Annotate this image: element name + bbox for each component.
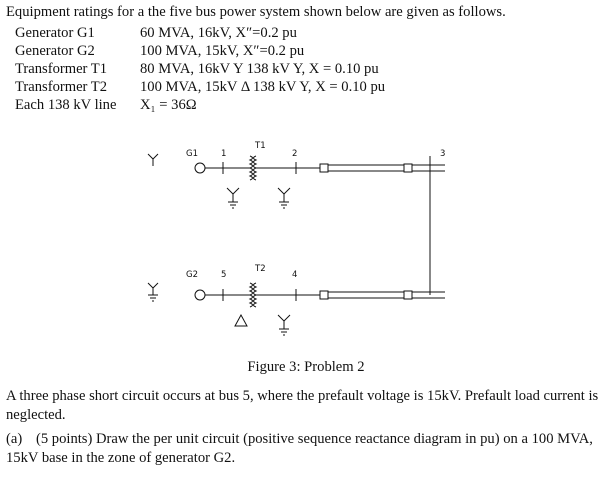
part-a: (a)(5 points) Draw the per unit circuit … bbox=[6, 430, 606, 468]
label-bus4: 4 bbox=[292, 270, 297, 280]
label-bus1: 1 bbox=[221, 149, 226, 159]
breaker-icon bbox=[319, 163, 329, 173]
t2-transformer-icon bbox=[248, 282, 258, 308]
label-t2: T2 bbox=[254, 264, 266, 274]
part-a-text: (5 points) Draw the per unit circuit (po… bbox=[6, 431, 593, 466]
part-a-label: (a) bbox=[6, 431, 23, 447]
rating-label-g1: Generator G1 bbox=[15, 25, 95, 41]
label-g1: G1 bbox=[186, 149, 198, 159]
t1-transformer-icon bbox=[248, 155, 258, 181]
t2-secondary-wye-grounded-icon bbox=[277, 314, 291, 336]
breaker-icon bbox=[403, 163, 413, 173]
label-g2: G2 bbox=[186, 270, 198, 280]
label-bus5: 5 bbox=[221, 270, 226, 280]
breaker-icon bbox=[403, 290, 413, 300]
rating-value-g2: 100 MVA, 15kV, X″=0.2 pu bbox=[140, 43, 305, 59]
t1-secondary-wye-grounded-icon bbox=[277, 187, 291, 209]
rating-value-g1: 60 MVA, 16kV, X″=0.2 pu bbox=[140, 25, 297, 41]
one-line-diagram: G1 1 T1 2 3 G2 5 T2 4 bbox=[147, 141, 445, 336]
rating-label-g2: Generator G2 bbox=[15, 43, 95, 59]
figure-caption: Figure 3: Problem 2 bbox=[247, 359, 365, 375]
label-t1: T1 bbox=[254, 141, 266, 151]
rating-value-line: X₁ = 36Ω bbox=[140, 97, 197, 113]
g1-generator-icon bbox=[194, 162, 206, 174]
rating-label-line: Each 138 kV line bbox=[15, 97, 117, 113]
g2-generator-icon bbox=[194, 289, 206, 301]
label-bus3: 3 bbox=[440, 149, 445, 159]
rating-value-t1: 80 MVA, 16kV Y 138 kV Y, X = 0.10 pu bbox=[140, 61, 379, 77]
rating-value-t2: 100 MVA, 15kV Δ 138 kV Y, X = 0.10 pu bbox=[140, 79, 386, 95]
t2-primary-delta-icon bbox=[234, 313, 248, 327]
rating-label-t2: Transformer T2 bbox=[15, 79, 108, 95]
problem-intro: Equipment ratings for a the five bus pow… bbox=[6, 4, 506, 20]
g2-wye-grounded-icon bbox=[147, 282, 159, 302]
g1-wye-grounding-icon bbox=[147, 153, 159, 166]
t1-primary-wye-grounded-icon bbox=[226, 187, 240, 209]
problem-statement: A three phase short circuit occurs at bu… bbox=[6, 388, 599, 423]
breaker-icon bbox=[319, 290, 329, 300]
rating-label-t1: Transformer T1 bbox=[15, 61, 108, 77]
label-bus2: 2 bbox=[292, 149, 297, 159]
